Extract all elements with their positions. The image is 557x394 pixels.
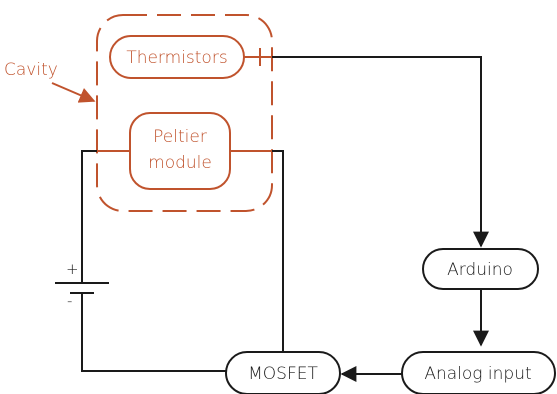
battery-plus-label: + (66, 260, 79, 278)
arduino-node: Arduino (422, 248, 539, 290)
peltier-module-node: Peltier module (129, 112, 231, 190)
arduino-label: Arduino (447, 260, 513, 280)
analog-input-node: Analog input (401, 351, 556, 394)
cavity-terminals (97, 48, 272, 152)
cavity-label: Cavity (4, 60, 58, 80)
peltier-label-line1: Peltier (153, 127, 207, 147)
peltier-label-line2: module (148, 153, 212, 173)
analog-input-label: Analog input (424, 364, 531, 384)
battery-minus-label: - (67, 292, 72, 310)
wire-thermistors-to-arduino (260, 56, 489, 248)
cavity-boundary (96, 14, 273, 212)
mosfet-node: MOSFET (225, 351, 341, 394)
wire-peltier-to-battery (81, 150, 130, 283)
battery-icon (55, 282, 109, 294)
mosfet-label: MOSFET (248, 364, 318, 384)
wire-battery-to-mosfet (81, 293, 226, 372)
wire-mosfet-to-peltier (230, 150, 284, 352)
thermistors-label: Thermistors (126, 48, 227, 68)
thermistors-node: Thermistors (109, 35, 245, 79)
cavity-arrow (51, 82, 96, 103)
